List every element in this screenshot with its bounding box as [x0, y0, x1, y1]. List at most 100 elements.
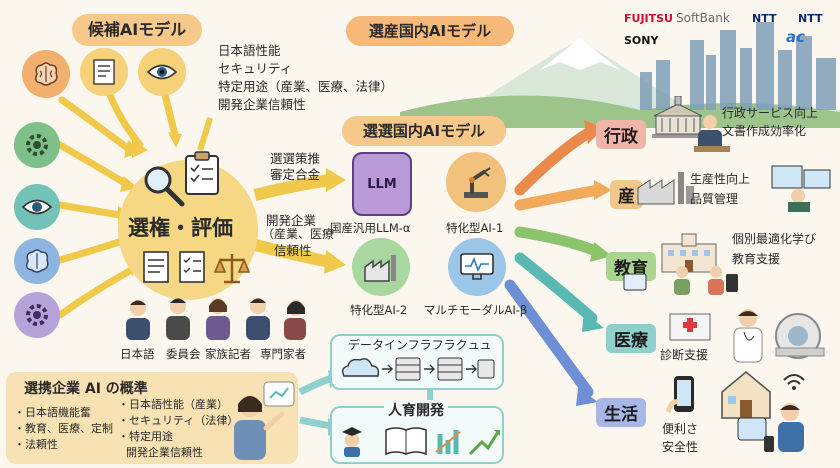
robot-arm-icon	[464, 167, 491, 198]
eye-icon-circle-2	[14, 184, 60, 230]
smartphone-icon	[665, 376, 694, 413]
arrow-label-bottom-1: 開発企業	[266, 213, 317, 228]
chart-icon	[435, 430, 461, 454]
committee-people-icon	[126, 298, 306, 340]
criteria-item-3: 特定用途（産業、医療、法律）	[218, 79, 394, 94]
criteria-left-1: ・日本語機能奮	[14, 406, 91, 419]
monitor-icon	[460, 253, 494, 280]
doctor-mri-icon	[733, 309, 825, 363]
sector-san-line-2: 品質管理	[690, 192, 739, 206]
criteria-right-2: ・セキュリティ（法律）	[118, 414, 239, 427]
checklist-icon	[179, 251, 205, 283]
brain-icon	[34, 62, 58, 86]
family-tablet-icon	[737, 403, 804, 452]
gear-icon	[26, 134, 48, 156]
school-icon	[661, 233, 717, 273]
model-label-4: マルチモーダルAI-β	[424, 303, 528, 317]
magnifier-icon	[144, 166, 185, 207]
eye-icon	[146, 64, 178, 80]
gear-icon-circle	[14, 122, 60, 168]
model-label-2: 特化型AI-1	[446, 221, 504, 235]
criteria-item-1: 日本語性能	[218, 43, 281, 58]
brain-icon	[25, 249, 49, 273]
company-logo-ntt-2: NTT	[798, 12, 823, 25]
presenter-icon	[234, 381, 295, 460]
cloud-icon	[341, 358, 380, 377]
sector-seikatsu-line-1: 便利さ	[662, 422, 699, 436]
company-logo-ac: ac	[786, 28, 806, 46]
arrow-label-bottom-2: （産業、医療	[262, 227, 335, 241]
sector-gyosei-line-1: 行政サービス向上	[722, 106, 819, 120]
model-label-3: 特化型AI-2	[350, 303, 408, 317]
city-skyline	[640, 22, 836, 110]
eye-icon-circle	[138, 48, 186, 96]
gear-icon	[26, 304, 48, 326]
growth-arrows-icon	[468, 430, 500, 456]
criteria-box-title: 選携企業 AI の概準	[24, 381, 148, 397]
scale-icon	[213, 254, 251, 284]
hr-icons-row	[342, 427, 500, 457]
server-icon-3	[477, 359, 495, 379]
clipboard-icon	[185, 151, 219, 195]
criteria-right-1: ・日本語性能（産業）	[118, 398, 228, 411]
document-icon	[143, 251, 169, 283]
infra-icons-row	[341, 357, 495, 381]
monitor-icon-circle	[448, 238, 506, 296]
criteria-item-2: セキュリティ	[218, 61, 293, 76]
server-icon-2	[437, 357, 463, 381]
office-worker-icon	[694, 115, 730, 152]
government-building-icon	[652, 96, 704, 138]
sector-gyosei: 行政	[596, 120, 646, 149]
criteria-left-3: ・法頼性	[14, 438, 58, 451]
robot-arm-icon-circle	[446, 152, 506, 212]
students-tablet-icon	[623, 266, 738, 295]
candidate-models-title: 候補AIモデル	[72, 14, 202, 46]
hospital-icon	[669, 313, 711, 341]
factory-icon	[364, 255, 396, 282]
committee-label-4: 専門家者	[260, 347, 306, 361]
factory-icon	[637, 172, 694, 205]
criteria-right-4: 開発企業信頼性	[126, 446, 203, 459]
arrow-label-top-2: 審定合金	[270, 167, 321, 182]
factory-icon-circle	[352, 238, 410, 296]
gear-icon-circle-2	[14, 292, 60, 338]
model-label-1: 国産汎用LLM-α	[330, 221, 411, 235]
company-logo-ntt: NTT	[752, 12, 777, 25]
criteria-right-3: ・特定用途	[118, 430, 173, 443]
criteria-left-2: ・教育、医療、定制	[14, 422, 113, 435]
data-infra-title: データインフラフラクュュ	[348, 338, 492, 352]
document-icon	[93, 59, 115, 85]
eye-icon	[21, 199, 53, 215]
book-icon	[385, 427, 427, 456]
arrow-label-bottom-3: 信頼性	[274, 243, 312, 258]
committee-label-1: 日本語	[120, 347, 155, 361]
sector-kyoiku-line-1: 個別最適化学び	[732, 232, 817, 246]
company-logo-fujitsu: FUJITSU	[624, 12, 673, 25]
document-icon-circle	[80, 48, 128, 96]
arrow-label-top-1: 選選策推	[270, 151, 321, 166]
selection-title: 選権・評価	[128, 216, 233, 240]
mountain-landscape	[420, 10, 840, 115]
llm-icon-text: LLM	[367, 176, 397, 192]
committee-group	[118, 296, 308, 342]
wifi-icon	[783, 374, 805, 390]
selected-models-title: 選選国内AIモデル	[342, 116, 506, 146]
hr-dev-title: 人育開発	[384, 400, 448, 420]
sector-gyosei-line-2: 文書作成効率化	[722, 124, 807, 138]
committee-label-2: 委員会	[166, 347, 201, 361]
company-logo-softbank: SoftBank	[676, 11, 730, 25]
criteria-item-4: 開発企業信頼性	[218, 97, 306, 112]
sector-seikatsu-line-2: 安全性	[662, 440, 699, 454]
sector-iryo-line-1: 診断支援	[660, 348, 709, 362]
company-logo-sony: SONY	[624, 34, 659, 47]
brain-icon-circle-2	[14, 238, 60, 284]
server-icon	[395, 357, 421, 381]
brain-icon-circle	[22, 50, 70, 98]
llm-book-card: LLM	[352, 152, 412, 216]
domestic-models-title: 選産国内AIモデル	[346, 16, 514, 46]
house-icon	[721, 370, 771, 419]
sector-iryo: 医療	[606, 324, 656, 353]
workstation-icon	[771, 165, 831, 212]
sector-kyoiku-line-2: 教育支援	[732, 252, 781, 266]
